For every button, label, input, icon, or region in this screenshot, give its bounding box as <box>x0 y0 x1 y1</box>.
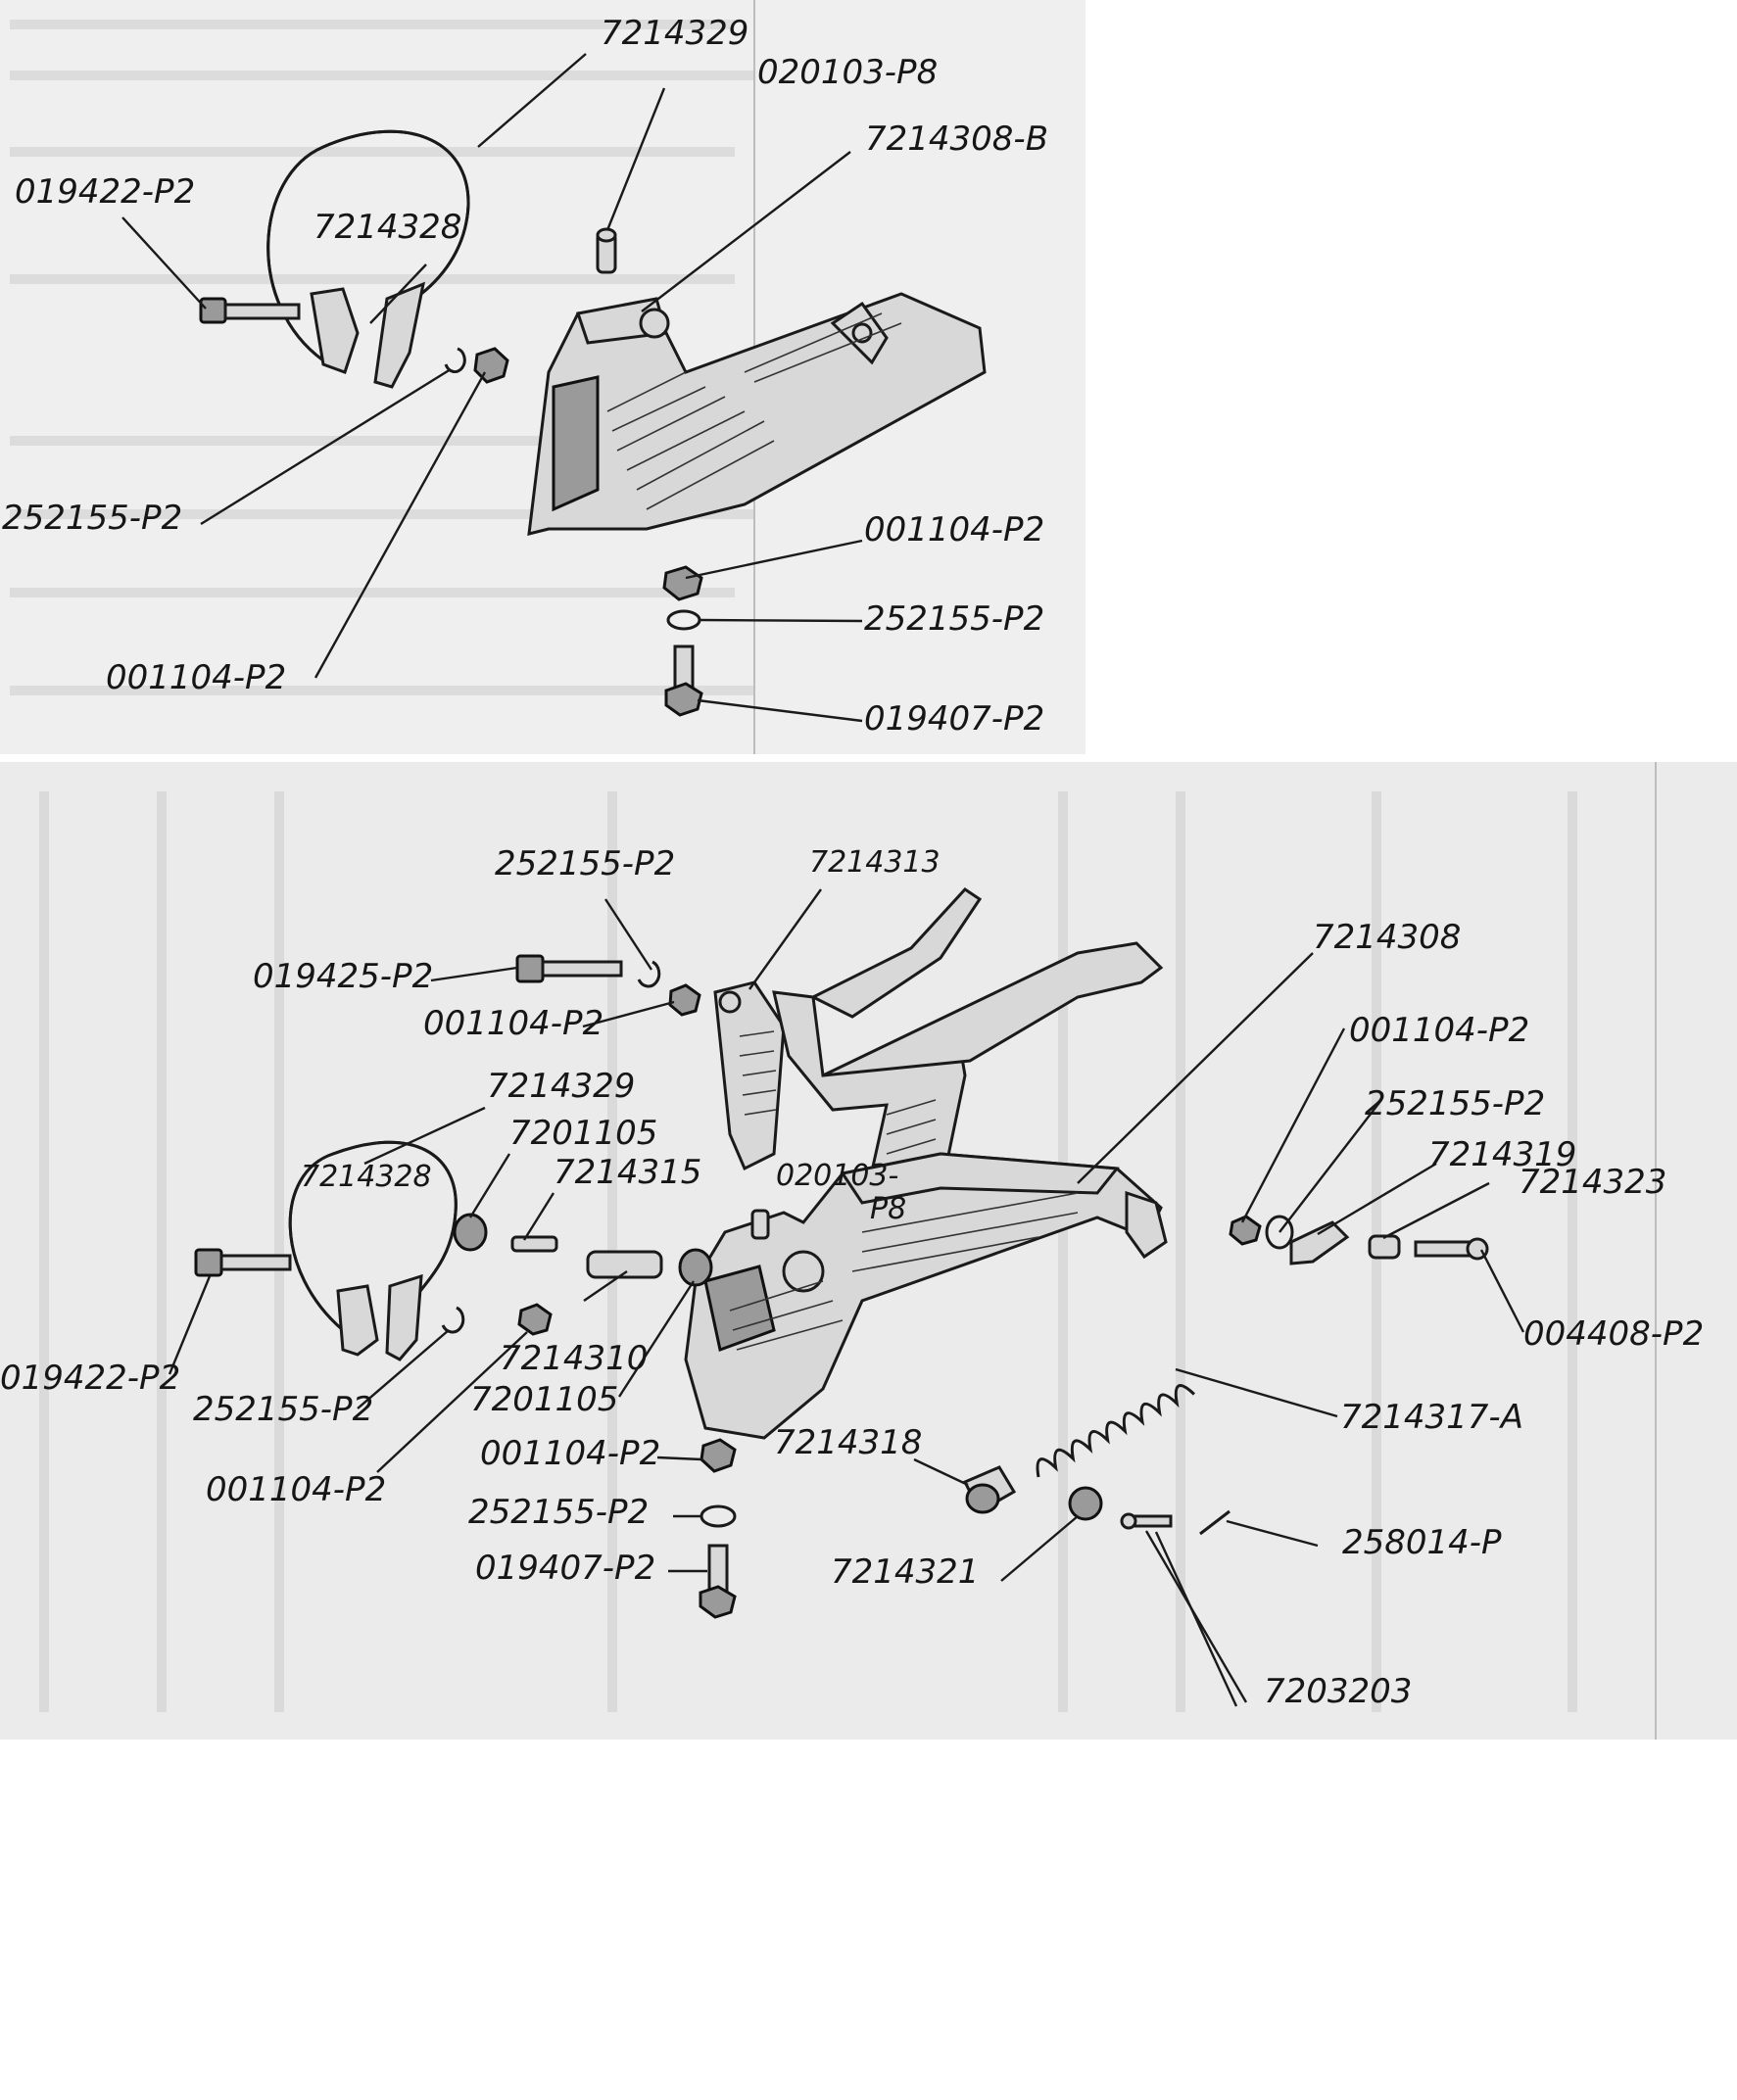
callout-t8: 252155-P2 <box>864 599 1044 639</box>
seat-frame <box>684 1152 1168 1440</box>
callout-b10: 7214319 <box>1428 1135 1576 1174</box>
callout-t10: 019407-P2 <box>864 699 1044 739</box>
callout-b27: 019407-P2 <box>475 1549 655 1588</box>
callout-b4: 001104-P2 <box>423 1004 603 1043</box>
grease-nipple <box>596 227 617 274</box>
callout-t1: 7214329 <box>601 14 748 53</box>
callout-b19: 252155-P2 <box>193 1390 373 1429</box>
callout-b7: 7214329 <box>487 1067 635 1106</box>
callout-b25: 252155-P2 <box>468 1493 649 1532</box>
bottom-small-parts <box>1068 1486 1230 1536</box>
top-diagram-canvas: 7214329 020103-P8 7214308-B 019422-P2 72… <box>2 0 1048 754</box>
callout-t5: 7214328 <box>314 208 461 247</box>
clamp-band <box>266 129 470 389</box>
callout-b12: 7214315 <box>554 1153 701 1192</box>
callout-b21: 7214317-A <box>1340 1398 1523 1437</box>
callout-b14: P8 <box>870 1192 906 1226</box>
callout-b13: 020103- <box>776 1159 898 1193</box>
callout-b9: 7201105 <box>509 1114 657 1153</box>
top-exploded-diagram: 7214329 020103-P8 7214308-B 019422-P2 72… <box>0 0 1086 754</box>
bottom-diagram-canvas: 252155-P2 7214313 019425-P2 001104-P2 72… <box>0 762 1704 1740</box>
bottom-leader-lines <box>168 888 1525 1707</box>
callout-b15: 7214323 <box>1519 1163 1666 1202</box>
callout-b20: 7201105 <box>470 1380 618 1419</box>
callout-b11: 7214328 <box>301 1160 432 1194</box>
callout-b24: 7214318 <box>774 1423 922 1462</box>
upper-bolt-assembly <box>515 954 701 1017</box>
seat-bracket <box>527 292 987 536</box>
callout-t9: 001104-P2 <box>106 658 286 697</box>
clamp-bolt <box>199 297 301 324</box>
clamp-band <box>288 1140 458 1361</box>
callout-t4: 019422-P2 <box>15 172 195 212</box>
callout-b18: 7214310 <box>500 1339 648 1378</box>
callout-t7: 001104-P2 <box>864 510 1044 549</box>
bottom-fastener-stack <box>662 565 703 717</box>
callout-b1: 252155-P2 <box>495 844 675 883</box>
bottom-fastener-stack <box>699 1438 737 1619</box>
callout-b8: 252155-P2 <box>1365 1084 1545 1123</box>
bottom-exploded-diagram: 252155-P2 7214313 019425-P2 001104-P2 72… <box>0 762 1737 1740</box>
callout-b22: 001104-P2 <box>480 1434 660 1473</box>
callout-b26: 258014-P <box>1342 1523 1502 1562</box>
callout-t6: 252155-P2 <box>2 499 182 538</box>
callout-b17: 019422-P2 <box>0 1359 180 1398</box>
callout-b5: 7214308 <box>1313 918 1461 957</box>
callout-b28: 7214321 <box>831 1552 979 1592</box>
left-clamp-bolt <box>194 1248 553 1336</box>
bottom-callouts: 252155-P2 7214313 019425-P2 001104-P2 72… <box>0 844 1704 1711</box>
callout-b6: 001104-P2 <box>1349 1011 1529 1050</box>
top-leader-lines <box>121 53 863 723</box>
callout-t3: 7214308-B <box>865 119 1048 159</box>
callout-b2: 7214313 <box>809 845 941 880</box>
callout-b3: 019425-P2 <box>253 957 433 996</box>
callout-b16: 004408-P2 <box>1523 1314 1704 1354</box>
washer-and-nut-left <box>444 347 509 384</box>
callout-b23: 001104-P2 <box>206 1470 386 1509</box>
top-callouts: 7214329 020103-P8 7214308-B 019422-P2 72… <box>2 14 1048 739</box>
callout-t2: 020103-P8 <box>757 53 938 92</box>
right-fasteners <box>1229 1215 1489 1265</box>
pin-and-bushings <box>453 1209 770 1287</box>
return-spring <box>962 1384 1195 1514</box>
callout-b29: 7203203 <box>1264 1672 1412 1711</box>
